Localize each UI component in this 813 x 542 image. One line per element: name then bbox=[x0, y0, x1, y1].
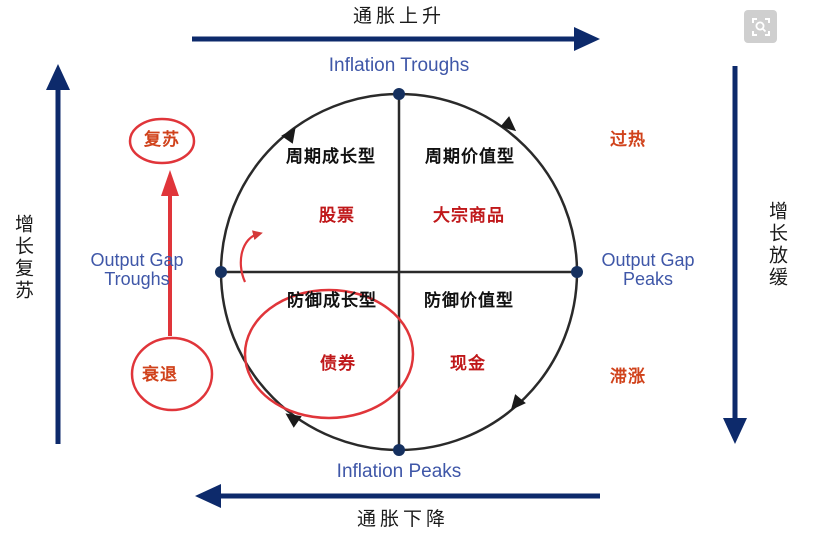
zoom-button[interactable] bbox=[744, 10, 777, 43]
clockwise-arrow-icon bbox=[510, 394, 526, 411]
bonds-to-stocks-arrow bbox=[239, 230, 263, 283]
left-axis-label: 增长复苏 bbox=[11, 214, 34, 302]
phase-stagflation-label: 滞涨 bbox=[610, 367, 646, 388]
inflation-peaks-label: Inflation Peaks bbox=[336, 461, 462, 483]
phase-overheat-label: 过热 bbox=[610, 130, 646, 151]
phase-recession-label: 衰退 bbox=[142, 365, 178, 386]
quadrant-cyclical-value-label: 周期价值型 bbox=[425, 147, 515, 168]
output-gap-troughs-label: Output Gap Troughs bbox=[90, 250, 184, 289]
bottom-axis-label: 通胀下降 bbox=[356, 508, 450, 531]
inflation-rising-arrow bbox=[192, 27, 600, 51]
quadrant-defensive-growth-label: 防御成长型 bbox=[287, 291, 377, 312]
quadrant-bonds-label: 债券 bbox=[320, 354, 356, 375]
bonds-highlight-circle bbox=[243, 288, 415, 420]
output-gap-peaks-label: Output Gap Peaks bbox=[601, 250, 695, 289]
quadrant-defensive-value-label: 防御价值型 bbox=[424, 291, 514, 312]
clockwise-arrow-icon bbox=[281, 127, 296, 144]
search-icon bbox=[751, 17, 770, 36]
recovery-highlight-circle bbox=[128, 117, 196, 165]
inflation-falling-arrow bbox=[195, 484, 600, 508]
quadrant-cash-label: 现金 bbox=[450, 354, 486, 375]
growth-recovery-arrow bbox=[46, 64, 70, 444]
red-annotations bbox=[128, 117, 415, 420]
clockwise-arrow-icon bbox=[285, 413, 302, 428]
clockwise-arrow-icon bbox=[500, 116, 517, 132]
top-axis-label: 通胀上升 bbox=[352, 5, 446, 28]
right-axis-label: 增长放缓 bbox=[765, 201, 788, 289]
growth-slowing-arrow bbox=[723, 66, 747, 444]
inflation-troughs-label: Inflation Troughs bbox=[328, 55, 470, 77]
quadrant-stocks-label: 股票 bbox=[319, 206, 355, 227]
quadrant-commodities-label: 大宗商品 bbox=[433, 206, 505, 227]
quadrant-cyclical-growth-label: 周期成长型 bbox=[286, 147, 376, 168]
recession-highlight-circle bbox=[130, 336, 214, 412]
phase-recovery-label: 复苏 bbox=[144, 130, 180, 151]
